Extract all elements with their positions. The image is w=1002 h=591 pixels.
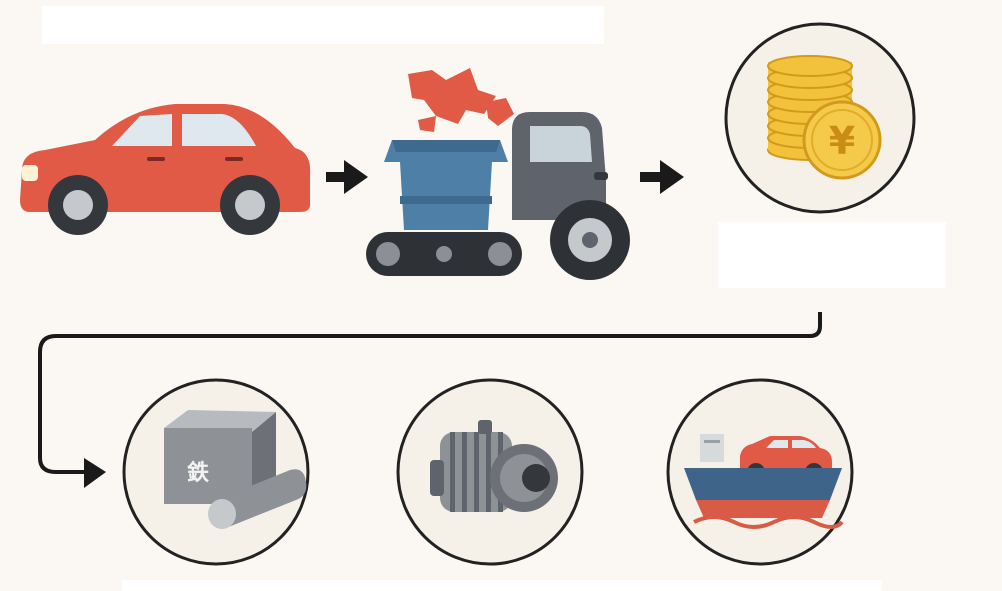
yen-coins-icon: ¥: [724, 22, 916, 214]
alternator-part-icon: [396, 378, 584, 566]
yen-symbol: ¥: [829, 119, 855, 163]
red-car-icon: [20, 104, 311, 235]
cargo-ship-car-icon: [666, 378, 854, 566]
steel-glyph: 鉄: [187, 460, 209, 486]
arrow-right-icon: [326, 160, 368, 194]
arrow-right-icon: [84, 458, 106, 488]
steel-block-icon: 鉄: [122, 378, 310, 566]
label-box-money: [718, 222, 946, 288]
arrow-right-icon: [640, 160, 684, 194]
connector-line: [38, 312, 822, 474]
label-box-bottom: [122, 580, 882, 591]
shredder-machine-icon: [366, 68, 630, 280]
label-box-top: [42, 6, 604, 44]
